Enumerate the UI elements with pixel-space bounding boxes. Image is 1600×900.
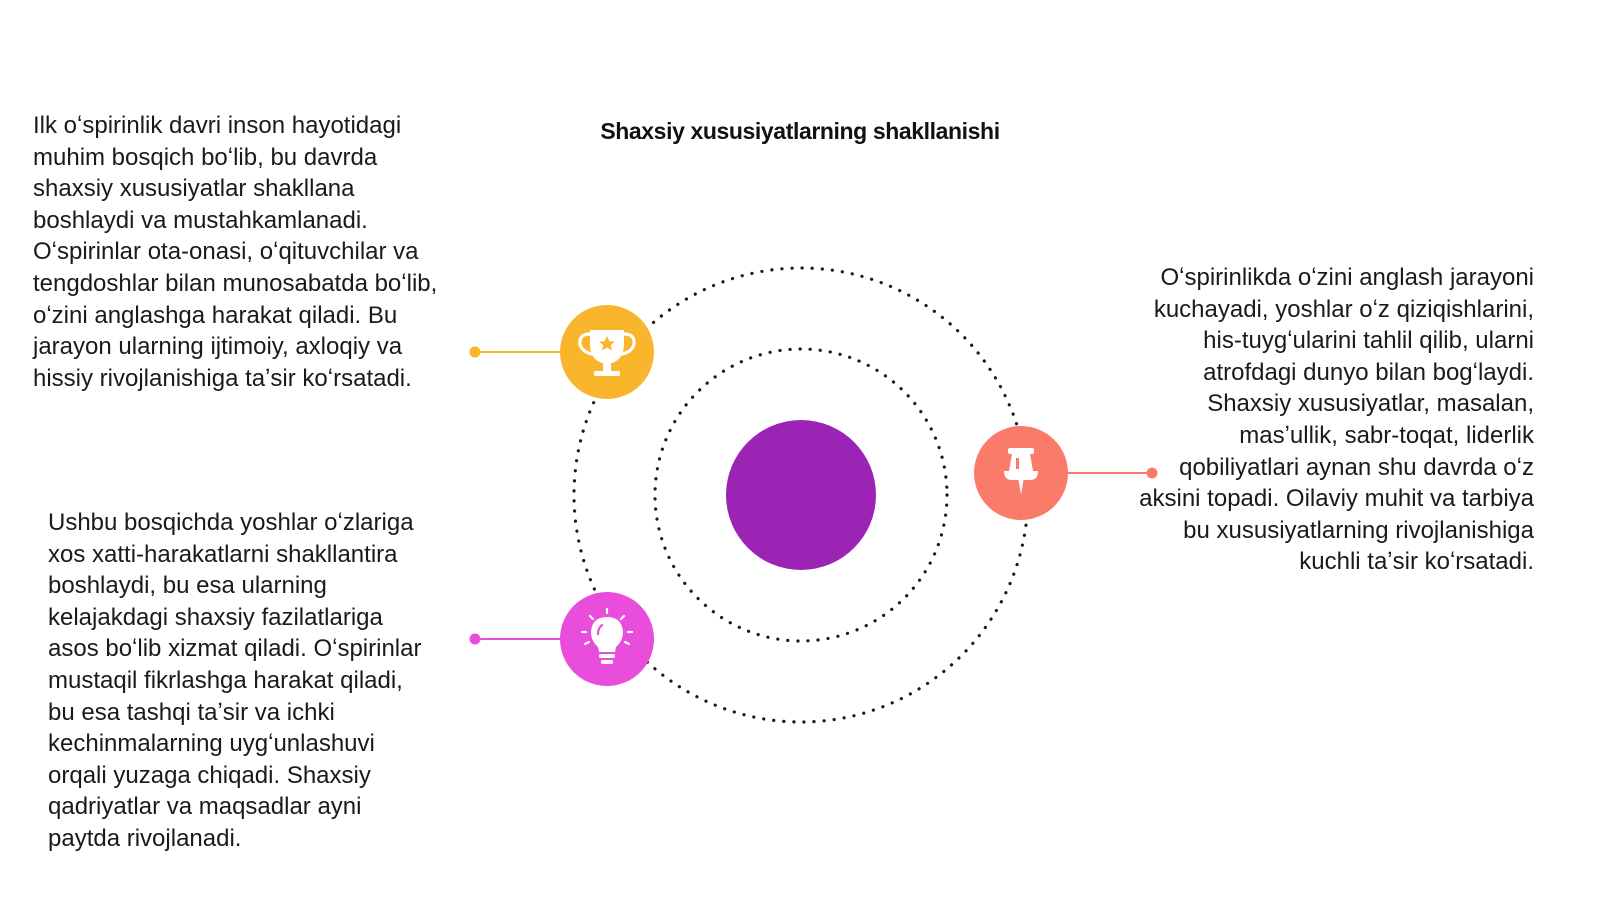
text-block-bottom-left: Ushbu bosqichda yoshlar oʻzlariga xos xa… [48, 509, 422, 852]
node-bulb [560, 592, 654, 686]
connector-pin [1068, 467, 1158, 479]
center-circle [726, 420, 876, 570]
trophy-icon [578, 330, 636, 376]
diagram-title: Shaxsiy xususiyatlarning shakllanishi [600, 118, 1000, 144]
connector-trophy [469, 346, 560, 358]
lightbulb-icon [580, 607, 634, 664]
inner-orbit [653, 347, 949, 643]
connector-bulb [469, 633, 560, 645]
text-block-right: Oʻspirinlikda oʻzini anglash jarayoni ku… [1139, 264, 1534, 576]
pushpin-icon [1004, 448, 1038, 495]
text-block-top-left: Ilk oʻspirinlik davri inson hayotidagi m… [33, 112, 438, 392]
node-pin [974, 426, 1068, 520]
node-trophy [560, 305, 654, 399]
